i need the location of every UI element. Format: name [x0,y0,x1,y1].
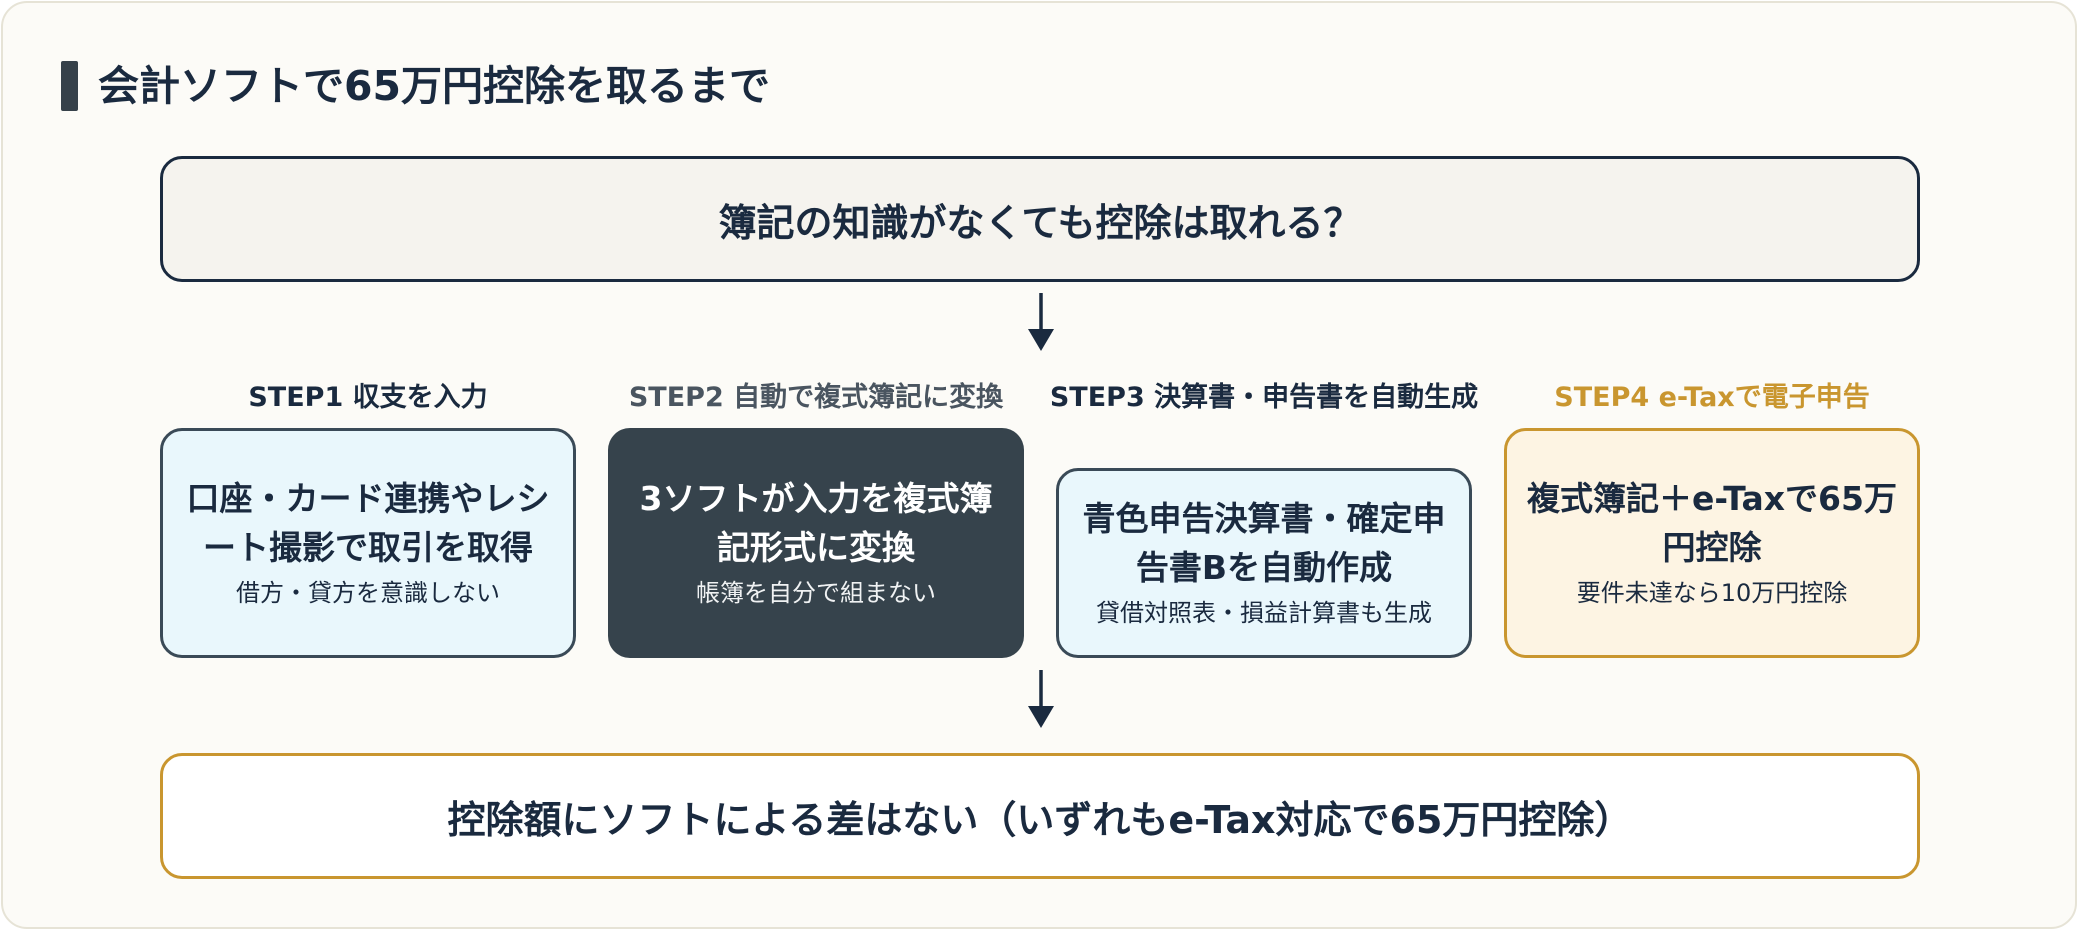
step1-sub-text: 借方・貸方を意識しない [236,579,500,607]
step2-sub-text: 帳簿を自分で組まない [696,579,936,607]
step1-main-text: 口座・カード連携やレシート撮影で取引を取得 [186,479,550,567]
step1-box: 口座・カード連携やレシート撮影で取引を取得 借方・貸方を意識しない [160,428,576,658]
title-accent-bar [61,61,78,111]
step4-sub-text: 要件未達なら10万円控除 [1576,579,1848,607]
arrow-down-icon [1028,670,1054,728]
step1-label: STEP1 収支を入力 [248,382,488,413]
step4-box: 複式簿記＋e-Taxで65万円控除 要件未達なら10万円控除 [1504,428,1920,658]
step4-label: STEP4 e-Taxで電子申告 [1554,382,1870,413]
step2-main-text: 3ソフトが入力を複式簿記形式に変換 [639,479,993,567]
diagram-title: 会計ソフトで65万円控除を取るまで [98,62,771,110]
question-box: 簿記の知識がなくても控除は取れる？ [160,156,1920,282]
step2-box: 3ソフトが入力を複式簿記形式に変換 帳簿を自分で組まない [608,428,1024,658]
step2-label: STEP2 自動で複式簿記に変換 [628,382,1004,413]
arrow-down-icon [1028,293,1054,351]
step3-main-text: 青色申告決算書・確定申告書Bを自動作成 [1082,499,1446,587]
step3-sub-text: 貸借対照表・損益計算書も生成 [1096,599,1432,627]
step3-box: 青色申告決算書・確定申告書Bを自動作成 貸借対照表・損益計算書も生成 [1056,468,1472,658]
question-text: 簿記の知識がなくても控除は取れる？ [718,200,1362,245]
step3-label: STEP3 決算書・申告書を自動生成 [1049,382,1479,413]
result-box: 控除額にソフトによる差はない（いずれもe-Tax対応で65万円控除） [160,753,1920,879]
result-text: 控除額にソフトによる差はない（いずれもe-Tax対応で65万円控除） [447,797,1633,842]
step4-main-text: 複式簿記＋e-Taxで65万円控除 [1527,479,1897,567]
